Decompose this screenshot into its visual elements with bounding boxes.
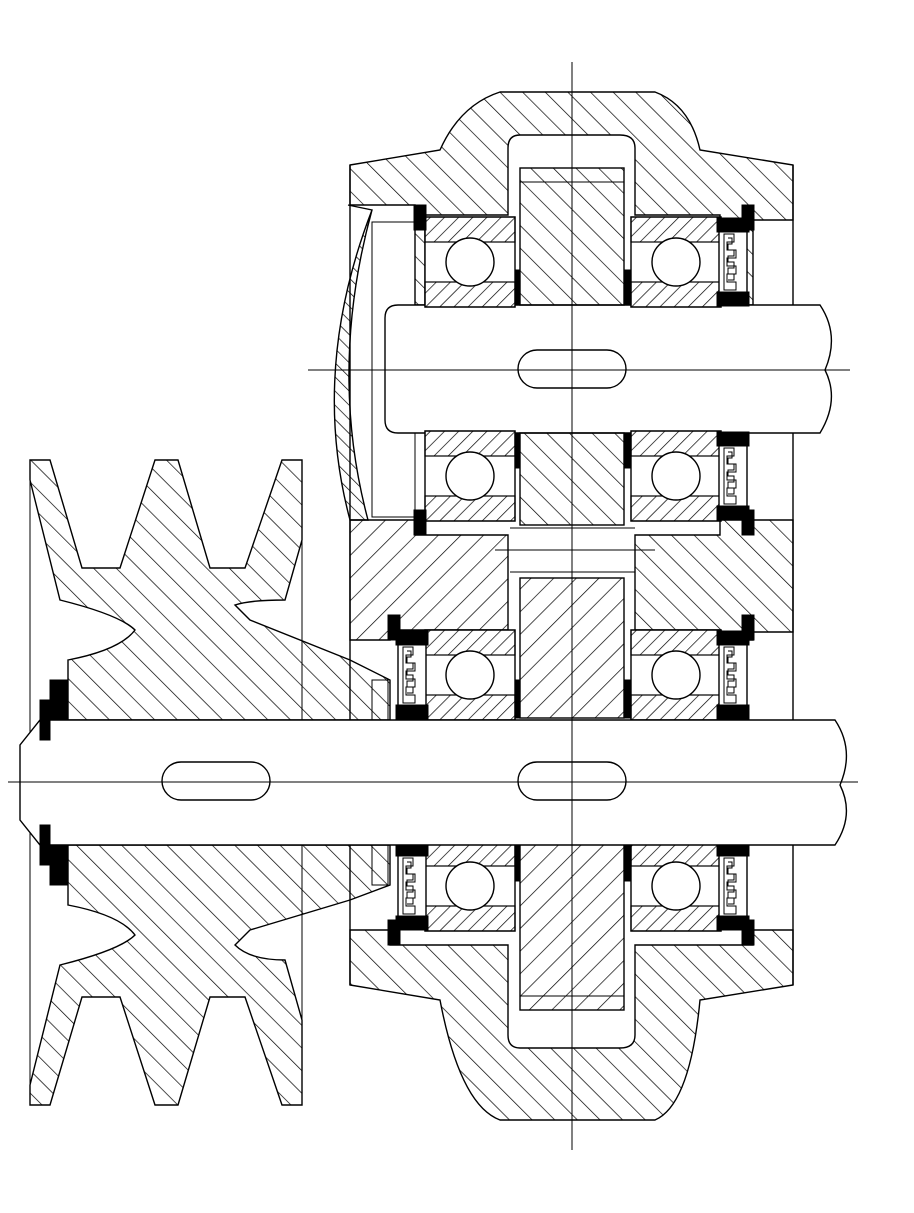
v-belt-pulley — [29, 459, 391, 1106]
oil-seal — [387, 204, 755, 946]
keyway — [161, 761, 271, 801]
gear-mesh — [495, 527, 655, 573]
output-shaft — [384, 304, 833, 434]
center-lines — [8, 62, 858, 1150]
housing — [349, 91, 794, 1121]
